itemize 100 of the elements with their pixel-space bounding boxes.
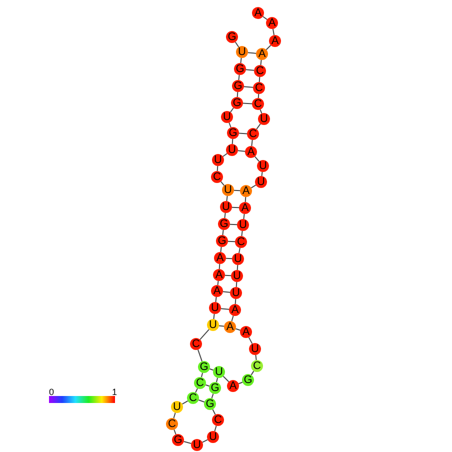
backbone-line: [272, 28, 275, 36]
base-pair-line: [243, 86, 254, 88]
backbone-line: [224, 212, 226, 219]
nucleotide-circle: G: [204, 398, 216, 410]
nucleotide-circle: U: [222, 184, 234, 196]
base-pair-line: [245, 69, 255, 71]
backbone-line: [255, 354, 257, 361]
nucleotide-circle: G: [227, 127, 239, 139]
backbone-line: [258, 94, 260, 98]
backbone-line: [226, 195, 228, 202]
nucleotide-circle: A: [214, 252, 226, 264]
nucleotide-circle: G: [172, 434, 184, 446]
backbone-line: [260, 59, 262, 66]
backbone-line: [244, 196, 246, 202]
backbone-line: [266, 44, 272, 50]
backbone-line: [220, 246, 222, 253]
backbone-line: [243, 213, 245, 220]
backbone-line: [240, 57, 242, 64]
nucleotide-circle: U: [220, 201, 232, 213]
base-pair-line: [228, 240, 236, 242]
base-pair-line: [230, 224, 238, 226]
nucleotide-circle: G: [242, 374, 254, 386]
nucleotide-circle: A: [256, 48, 268, 60]
backbone-line: [261, 171, 263, 177]
base-pair-line: [247, 52, 257, 54]
backbone-line: [173, 412, 176, 419]
backbone-line: [216, 166, 218, 172]
nucleotide-circle: A: [266, 17, 278, 29]
nucleotide-circle: U: [212, 154, 224, 166]
nucleotide-circle: A: [211, 285, 223, 297]
backbone-line: [241, 230, 243, 237]
nucleotide-circle: C: [194, 377, 206, 389]
backbone-line: [218, 264, 220, 270]
nucleotide-circle: A: [227, 380, 239, 392]
backbone-line: [213, 313, 215, 320]
backbone-line: [238, 74, 240, 81]
nucleotide-circle: U: [236, 46, 248, 58]
nucleotide-circle: A: [224, 321, 236, 333]
base-pair-line: [205, 384, 210, 387]
base-pair-line: [232, 206, 240, 208]
nucleotide-circle: C: [235, 236, 247, 248]
base-pair-line: [238, 132, 248, 134]
nucleotide-circle: U: [207, 319, 219, 331]
base-pair-line: [234, 190, 240, 192]
base-pair-line: [224, 274, 232, 276]
backbone-line: [200, 328, 210, 340]
base-pair-line: [226, 258, 232, 260]
backbone-line: [228, 122, 232, 128]
nucleotide-circle: U: [255, 176, 267, 188]
nucleotide-circle: G: [226, 31, 238, 43]
backbone-line: [236, 282, 238, 288]
backbone-line: [222, 229, 224, 236]
nucleotide-circle: U: [230, 287, 242, 299]
nucleotide-circle: C: [252, 98, 264, 110]
backbone-line: [174, 429, 176, 435]
base-pair-line: [220, 308, 230, 310]
nucleotide-circle: C: [247, 128, 259, 140]
backbone-line: [220, 181, 225, 186]
nucleotide-circle: U: [213, 366, 225, 378]
nucleotide-circle: A: [240, 326, 252, 338]
nucleotide-circle: G: [218, 218, 230, 230]
nucleotide-circle: C: [251, 360, 263, 372]
nucleotide-circle: A: [240, 185, 252, 197]
backbone-line: [222, 376, 230, 382]
nucleotide-circle: C: [166, 418, 178, 430]
base-pair-line: [222, 291, 231, 293]
base-pair-line: [198, 400, 205, 402]
backbone-line: [236, 92, 238, 98]
nucleotide-circle: A: [239, 202, 251, 214]
nucleotide-circle: U: [249, 343, 261, 355]
nucleotide-circle: A: [269, 35, 281, 47]
backbone-line: [258, 76, 260, 82]
nucleotide-circle: A: [245, 146, 257, 158]
scale-label: 1: [112, 388, 118, 397]
nucleotide-circle: G: [198, 361, 210, 373]
nucleotide-circle: U: [258, 113, 270, 125]
nucleotide-circle: U: [221, 111, 233, 123]
backbone-line: [183, 441, 192, 444]
nucleotide-circle: G: [231, 97, 243, 109]
nucleotide-circle: G: [232, 80, 244, 92]
backbone-line: [214, 425, 217, 432]
nucleotide-circle: A: [229, 304, 241, 316]
nucleotide-circle: U: [191, 439, 203, 451]
backbone-line: [234, 298, 236, 304]
nucleotide-circle: U: [207, 431, 219, 443]
base-pair-line: [218, 325, 225, 327]
backbone-line: [231, 315, 234, 322]
nucleotide-circle: C: [190, 338, 202, 350]
backbone-line: [217, 280, 219, 286]
base-pair-line: [237, 150, 246, 152]
nucleotide-circle: U: [171, 401, 183, 413]
nucleotide-circle: U: [237, 219, 249, 231]
backbone-line: [251, 139, 253, 147]
backbone-line: [248, 336, 253, 344]
backbone-line: [238, 247, 240, 254]
nucleotide-circle: A: [213, 269, 225, 281]
scale-label: 0: [49, 388, 54, 397]
nucleotide-circle: U: [226, 144, 238, 156]
nucleotide-circle: C: [212, 414, 224, 426]
nucleotide-circle: U: [231, 270, 243, 282]
